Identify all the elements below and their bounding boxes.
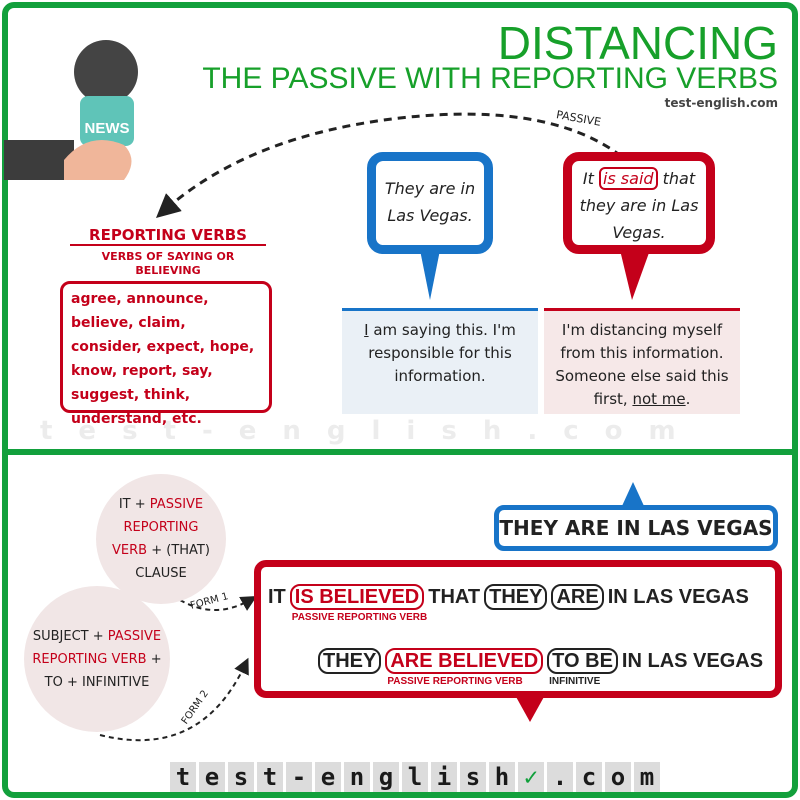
- watermark: test-english.com: [40, 416, 702, 446]
- word-are-believed: ARE BELIEVED: [390, 650, 539, 672]
- passive-explanation: I'm distancing myself from this informat…: [544, 308, 740, 414]
- reporting-verbs-title: REPORTING VERBS: [70, 226, 266, 246]
- active-speech-bubble: They are in Las Vegas.: [367, 152, 493, 254]
- reporting-verbs-list: agree, announce, believe, claim, conside…: [60, 281, 272, 427]
- form1-passive: PASSIVE REPORTING VERB: [112, 497, 204, 558]
- footer-letter: o: [605, 762, 631, 792]
- footer-letter: s: [460, 762, 486, 792]
- footer-letter: n: [344, 762, 370, 792]
- transformation-box: [254, 560, 782, 698]
- word-is-believed-pill: IS BELIEVED PASSIVE REPORTING VERB: [289, 584, 427, 623]
- reporting-verbs-subtitle: VERBS OF SAYING OR BELIEVING: [101, 250, 235, 277]
- page-subtitle: THE PASSIVE WITH REPORTING VERBS: [202, 62, 778, 95]
- footer-letter: e: [199, 762, 225, 792]
- footer-letter: t: [257, 762, 283, 792]
- active-i: I: [364, 321, 369, 339]
- not-me: not me: [632, 390, 686, 408]
- word-that: THAT: [428, 586, 481, 608]
- row1-note: PASSIVE REPORTING VERB: [291, 612, 428, 623]
- example-sentence: THEY ARE IN LAS VEGAS: [494, 505, 778, 551]
- footer-letter: l: [402, 762, 428, 792]
- word-rest2: IN LAS VEGAS: [621, 650, 764, 672]
- bubble-highlight: is said: [598, 167, 658, 190]
- section-divider: [2, 449, 798, 455]
- form1-circle: IT + PASSIVE REPORTING VERB + (THAT) CLA…: [96, 474, 226, 604]
- word-they2: THEY: [318, 648, 382, 674]
- form2-passive: PASSIVE REPORTING VERB: [32, 628, 162, 667]
- word-to-be: TO BE: [552, 650, 613, 672]
- row2-note: PASSIVE REPORTING VERB: [387, 676, 523, 687]
- form2-circle: SUBJECT + PASSIVE REPORTING VERB + TO + …: [24, 586, 170, 732]
- footer-letter: e: [315, 762, 341, 792]
- passive-text: I'm distancing myself from this informat…: [555, 321, 729, 408]
- microphone-illustration: NEWS: [4, 40, 138, 180]
- word-are: ARE: [551, 584, 604, 610]
- bubble-it: It: [582, 169, 594, 188]
- footer-letter: g: [373, 762, 399, 792]
- mic-head-icon: [74, 40, 138, 104]
- footer-letter: .: [547, 762, 573, 792]
- footer-letter: t: [170, 762, 196, 792]
- hand-icon: [64, 140, 132, 180]
- footer-letter: c: [576, 762, 602, 792]
- word-are-believed-pill: ARE BELIEVED PASSIVE REPORTING VERB: [385, 648, 544, 687]
- form2-subject: SUBJECT +: [32, 628, 104, 644]
- page-title: DISTANCING: [497, 17, 778, 69]
- form1-rest: + (THAT) CLAUSE: [135, 543, 210, 581]
- word-to-be-pill: TO BE INFINITIVE: [547, 648, 618, 687]
- passive-speech-bubble: It is said that they are in Las Vegas.: [563, 152, 715, 254]
- form2-rest: + TO + INFINITIVE: [44, 651, 162, 690]
- active-text: am saying this. I'm responsible for this…: [368, 321, 516, 385]
- word-is-believed: IS BELIEVED: [294, 586, 420, 608]
- footer-letter: i: [431, 762, 457, 792]
- check-icon: ✓: [518, 762, 544, 792]
- form1-it: IT +: [118, 497, 146, 512]
- site-logo: test-english.com: [664, 96, 778, 110]
- passive-end: .: [685, 390, 691, 408]
- footer-letter: s: [228, 762, 254, 792]
- sleeve-icon: [4, 140, 74, 180]
- footer-letter: -: [286, 762, 312, 792]
- word-they: THEY: [484, 584, 548, 610]
- word-rest: IN LAS VEGAS: [607, 586, 749, 608]
- form1-sentence: IT IS BELIEVED PASSIVE REPORTING VERB THA…: [268, 584, 749, 623]
- news-label: NEWS: [85, 120, 130, 137]
- active-explanation: I am saying this. I'm responsible for th…: [342, 308, 538, 414]
- word-it: IT: [268, 586, 286, 608]
- footer-letter: m: [634, 762, 660, 792]
- footer-letter: h: [489, 762, 515, 792]
- bubble-rest: that they are in Las Vegas.: [579, 169, 699, 242]
- infinitive-note: INFINITIVE: [549, 676, 601, 687]
